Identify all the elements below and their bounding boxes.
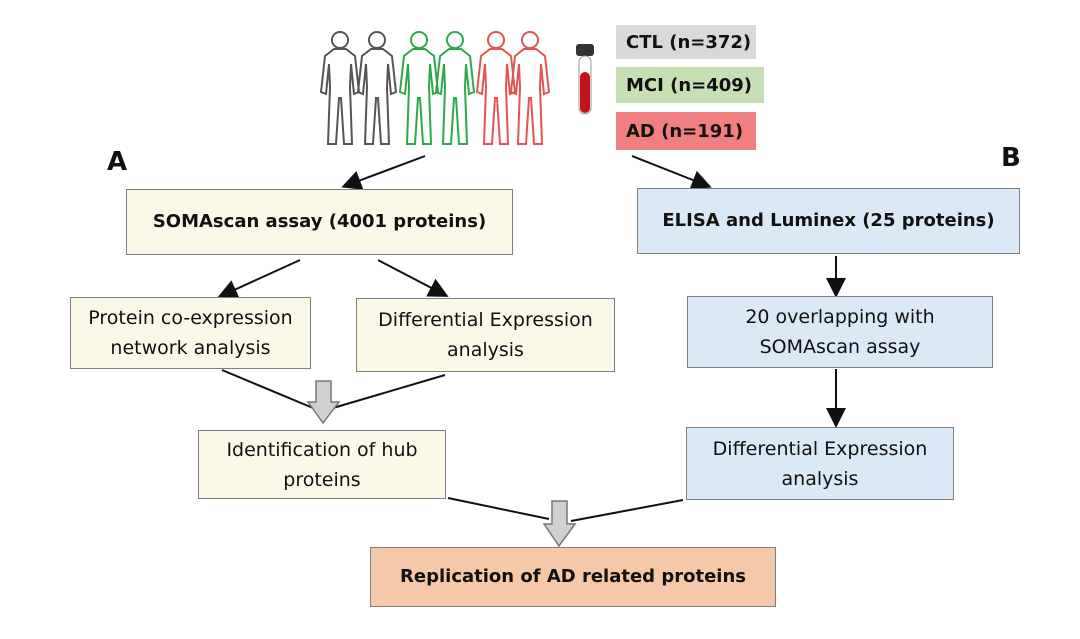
de-b-line-2: analysis [781,467,859,490]
panel-b-letter: B [1001,143,1021,173]
coexpression-line-1: Protein co-expression [88,307,293,329]
overlap-somascan-box: 20 overlapping with SOMAscan assay [687,296,993,368]
arrow-to-network [217,259,301,299]
ctl-people-icon [320,31,397,145]
arrow-to-somascan [341,155,426,190]
somascan-assay-label: SOMAscan assay (4001 proteins) [152,211,487,232]
hub-line-2: proteins [283,468,361,491]
somascan-assay-box: SOMAscan assay (4001 proteins) [126,189,513,255]
merge-arrow-a-icon [306,380,341,425]
de-a-line-1: Differential Expression [378,309,593,331]
group-tag-mci: MCI (n=409) [616,67,764,103]
elisa-luminex-label: ELISA and Luminex (25 proteins) [662,210,995,231]
de-b-line-1: Differential Expression [712,437,928,460]
arrow-to-de-a [377,259,449,297]
mci-people-icon [399,31,475,145]
hub-line-1: Identification of hub [226,438,418,461]
hub-proteins-box: Identification of hub proteins [198,430,446,499]
overlap-line-1: 20 overlapping with [745,306,935,328]
coexpression-line-2: network analysis [110,337,271,359]
replication-result-box: Replication of AD related proteins [370,547,776,607]
arrow-to-elisa [631,155,712,190]
coexpression-network-box: Protein co-expression network analysis [70,297,311,369]
merge-arrow-bottom-icon [542,500,577,548]
line-network-merge [221,369,314,409]
line-deb-merge [570,499,684,522]
line-de-merge [332,374,446,409]
blood-tube-icon [576,44,594,115]
differential-expression-b-box: Differential Expression analysis [686,427,954,500]
group-tag-ctl: CTL (n=372) [616,25,756,59]
group-tag-ad: AD (n=191) [616,112,756,150]
replication-result-label: Replication of AD related proteins [400,566,746,587]
differential-expression-a-box: Differential Expression analysis [356,298,615,372]
people-illustration [320,31,550,145]
overlap-line-2: SOMAscan assay [759,336,921,358]
de-a-line-2: analysis [447,339,524,361]
ad-people-icon [476,31,550,145]
elisa-luminex-box: ELISA and Luminex (25 proteins) [637,188,1020,254]
line-hub-merge [447,497,550,520]
panel-a-letter: A [107,147,128,177]
